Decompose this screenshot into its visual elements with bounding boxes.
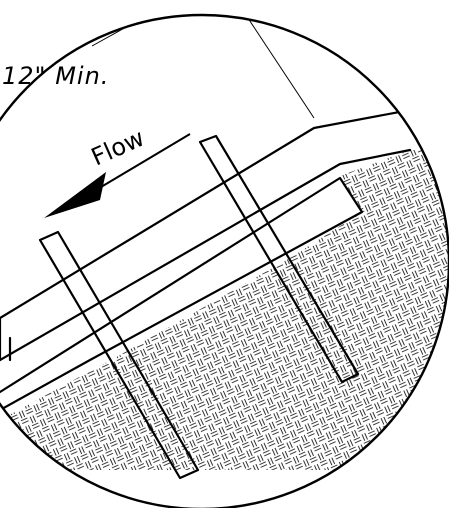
trench-top-edge — [0, 108, 412, 320]
flow-arrow — [44, 133, 191, 218]
dimension-label: 12" Min. — [2, 62, 109, 90]
detail-circle — [0, 13, 449, 508]
stake-right — [198, 134, 360, 384]
arrow-head-icon — [44, 172, 106, 218]
soil-mask — [0, 470, 449, 508]
pipe-bottom-edge — [0, 176, 364, 412]
stake-left — [38, 230, 200, 480]
extension-line-right — [235, 15, 315, 119]
pipe-top-edge — [0, 148, 412, 362]
dimension-line-top — [91, 15, 176, 47]
soil-hatch-area — [0, 150, 449, 470]
